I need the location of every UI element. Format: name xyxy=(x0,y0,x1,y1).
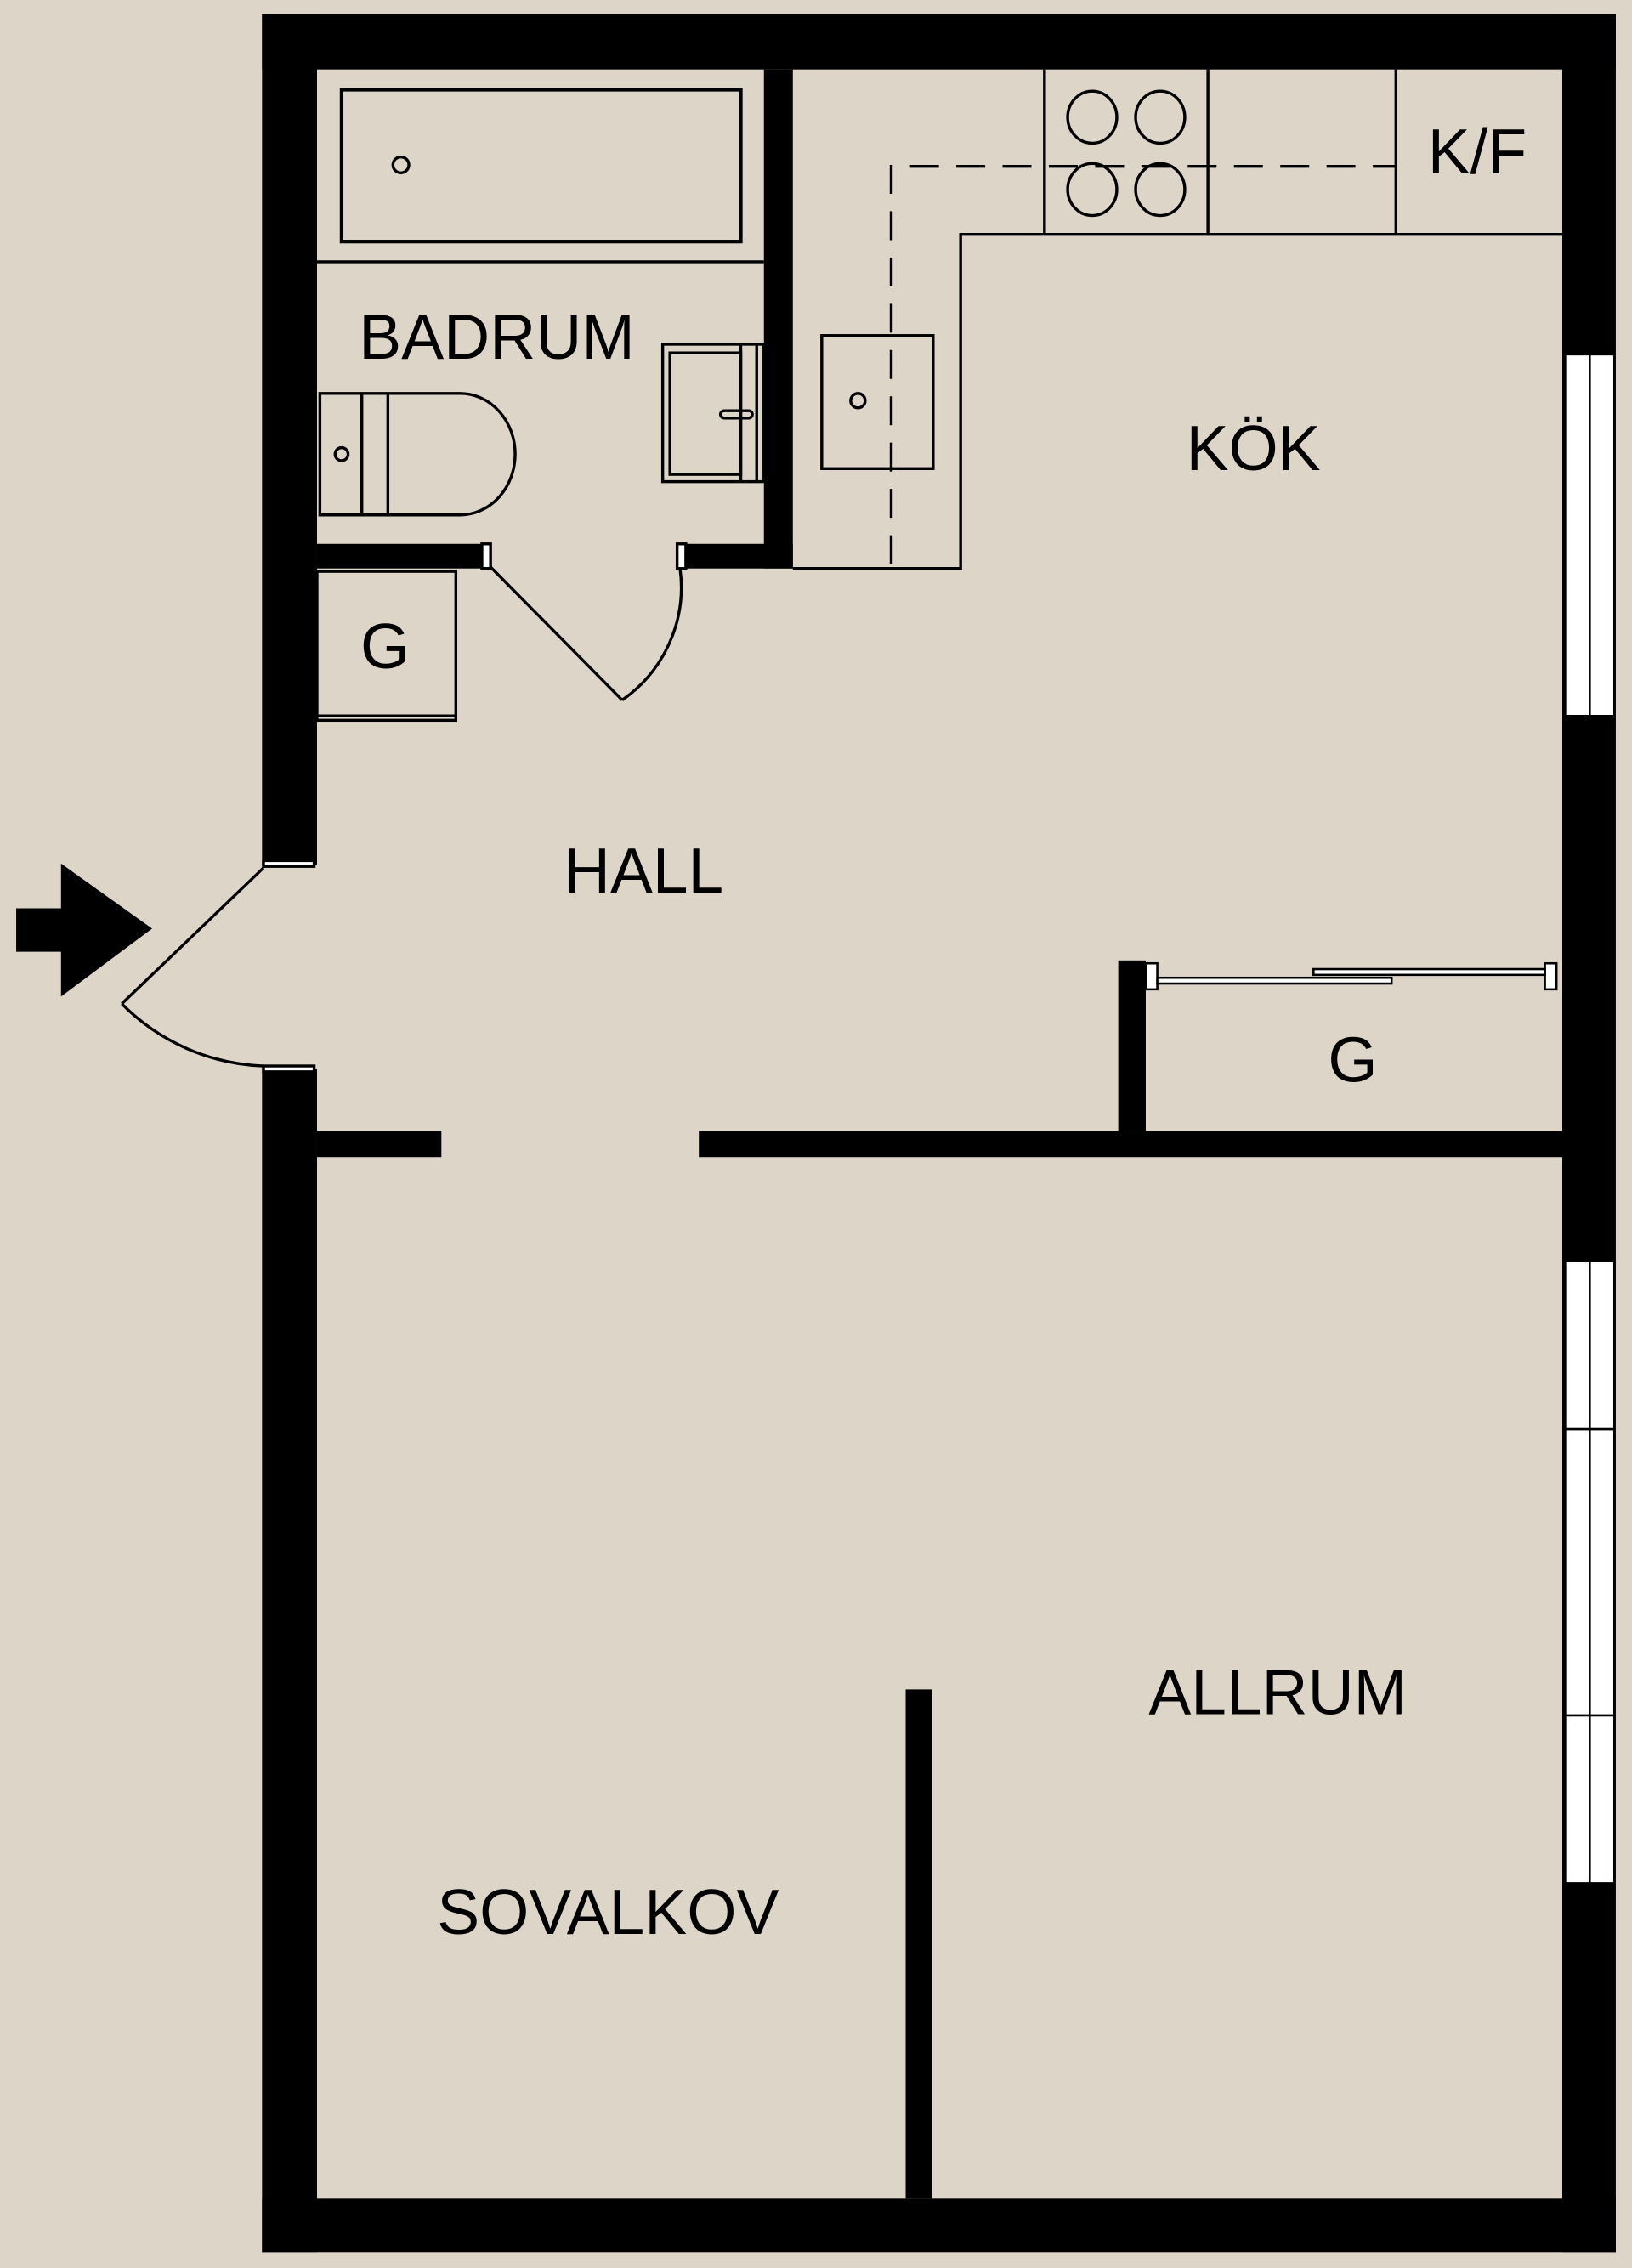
outer-walls xyxy=(262,14,1616,2253)
toilet-icon xyxy=(318,392,517,517)
room-label-g-hall: G xyxy=(360,610,410,682)
kitchen-counter xyxy=(792,69,1562,570)
windows xyxy=(1564,353,1616,1885)
room-label-sovalkov: SOVALKOV xyxy=(437,1876,779,1948)
kitchen-sink-icon xyxy=(820,334,935,470)
entrance-arrow-icon xyxy=(16,863,152,997)
room-label-kf: K/F xyxy=(1428,116,1527,187)
sink-icon xyxy=(660,343,766,484)
room-label-g-closet: G xyxy=(1328,1024,1377,1096)
room-label-hall: HALL xyxy=(564,835,723,906)
bathroom-door xyxy=(480,542,688,701)
closet-sliding-doors xyxy=(1144,961,1558,991)
stove-icon xyxy=(1066,89,1187,218)
room-label-badrum: BADRUM xyxy=(359,301,634,372)
room-label-kok: KÖK xyxy=(1187,412,1321,484)
interior-walls xyxy=(316,69,1562,2199)
room-label-allrum: ALLRUM xyxy=(1148,1656,1407,1727)
bathroom-fixtures xyxy=(315,88,766,723)
bathtub-icon xyxy=(339,88,743,244)
entrance-door xyxy=(121,859,316,1074)
